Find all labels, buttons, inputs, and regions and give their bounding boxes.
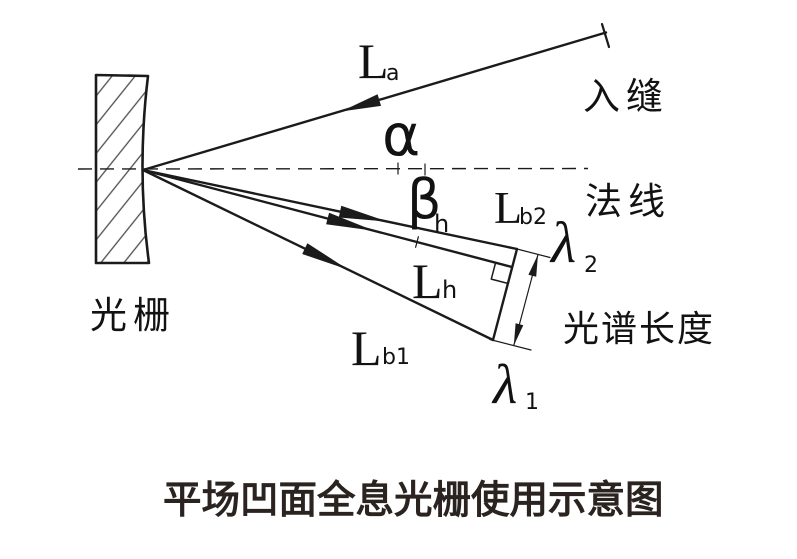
diagram-title: 平场凹面全息光栅使用示意图 bbox=[163, 478, 664, 522]
beta-arc-tick-ray bbox=[415, 236, 419, 248]
label-lh-sub: h bbox=[442, 276, 457, 304]
central-ray-lh bbox=[141, 168, 514, 269]
label-lambda2-sub: 2 bbox=[584, 253, 598, 278]
entrance-slit-mark bbox=[600, 22, 611, 49]
label-la-sub: a bbox=[386, 61, 399, 86]
label-beta-main: β bbox=[407, 168, 441, 231]
extension-line-top bbox=[516, 248, 551, 259]
label-lb2-main: L bbox=[494, 182, 522, 233]
right-angle-mark bbox=[490, 261, 509, 285]
label-normal-line: 法线 bbox=[585, 181, 671, 223]
normal-dashed-line bbox=[77, 167, 589, 170]
diffracted-ray-lambda2 bbox=[141, 168, 519, 251]
extension-line-bottom bbox=[489, 338, 532, 351]
label-lambda1-main: λ bbox=[491, 354, 517, 416]
label-grating: 光栅 bbox=[90, 296, 176, 337]
label-lambda1-sub: 1 bbox=[525, 390, 539, 415]
label-lh-main: L bbox=[412, 253, 443, 309]
lambda2-ray-arrowhead bbox=[338, 205, 387, 222]
label-entrance-slit: 入缝 bbox=[583, 76, 669, 118]
label-lambda2-main: λ bbox=[549, 210, 576, 275]
label-lb1-main: L bbox=[351, 320, 382, 376]
label-alpha: α bbox=[382, 101, 420, 169]
label-lb1-sub: b1 bbox=[382, 345, 410, 370]
label-beta-sub: h bbox=[434, 210, 449, 238]
lambda1-ray-arrowhead bbox=[302, 243, 348, 270]
focal-plane-line bbox=[491, 247, 519, 342]
central-ray-arrowhead bbox=[326, 212, 374, 231]
dimension-arrow-top bbox=[528, 254, 538, 277]
label-la-main: L bbox=[358, 33, 389, 89]
label-spectrum-length: 光谱长度 bbox=[563, 309, 715, 349]
dimension-arrow-bottom bbox=[513, 323, 524, 346]
incident-ray-arrowhead bbox=[341, 94, 381, 112]
label-lb2-sub: b2 bbox=[519, 205, 547, 230]
